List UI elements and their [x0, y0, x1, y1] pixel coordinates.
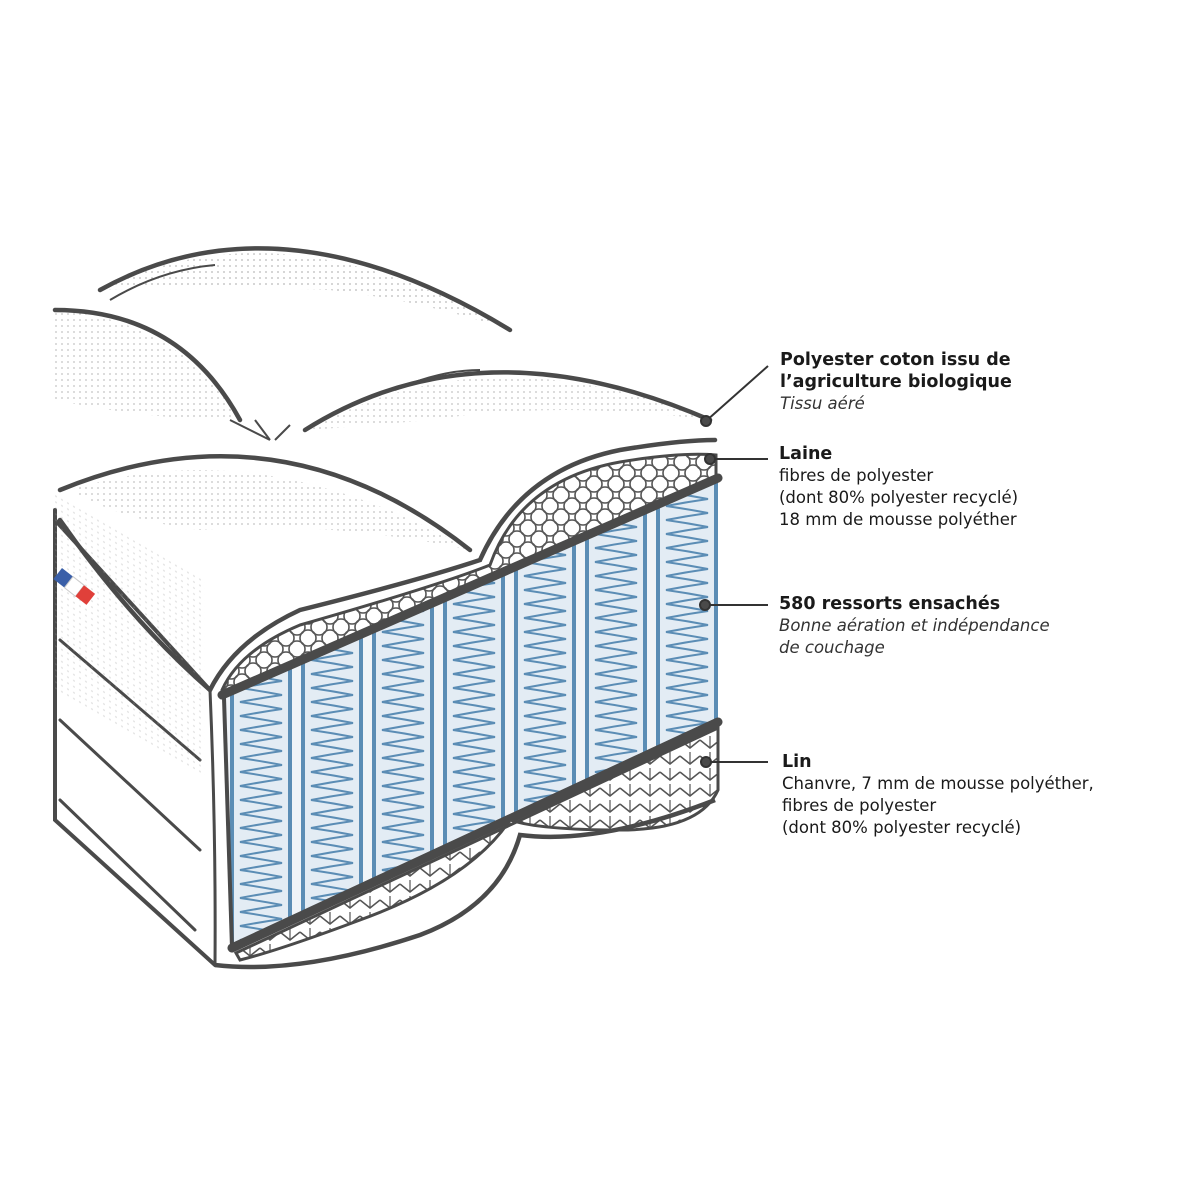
cover-title-line1: Polyester coton issu de	[780, 350, 1011, 370]
springs-subtitle-line1: Bonne aération et indépendance	[779, 616, 1050, 635]
leader-lines	[699, 365, 769, 768]
label-linen: Lin Chanvre, 7 mm de mousse polyéther, f…	[782, 751, 1094, 839]
label-cover: Polyester coton issu de l’agriculture bi…	[780, 349, 1012, 415]
linen-layer	[233, 725, 720, 962]
cover-title-line2: l’agriculture biologique	[780, 372, 1012, 392]
linen-line3: (dont 80% polyester recyclé)	[782, 818, 1022, 837]
wool-title: Laine	[779, 444, 833, 464]
french-flag-icon	[53, 568, 96, 605]
label-wool: Laine fibres de polyester (dont 80% poly…	[779, 443, 1018, 531]
wool-line3: 18 mm de mousse polyéther	[779, 510, 1017, 529]
linen-line2: fibres de polyester	[782, 796, 937, 815]
spring-pocket	[656, 480, 718, 948]
linen-title: Lin	[782, 752, 812, 772]
cover-subtitle: Tissu aéré	[780, 394, 865, 413]
wool-line1: fibres de polyester	[779, 466, 934, 485]
springs-subtitle-line2: de couchage	[779, 638, 885, 657]
label-springs: 580 ressorts ensachés Bonne aération et …	[779, 593, 1050, 659]
linen-line1: Chanvre, 7 mm de mousse polyéther,	[782, 774, 1094, 793]
springs-title: 580 ressorts ensachés	[779, 594, 1001, 614]
pillow-top	[52, 246, 718, 693]
wool-line2: (dont 80% polyester recyclé)	[779, 488, 1019, 507]
wool-layer	[220, 452, 718, 698]
